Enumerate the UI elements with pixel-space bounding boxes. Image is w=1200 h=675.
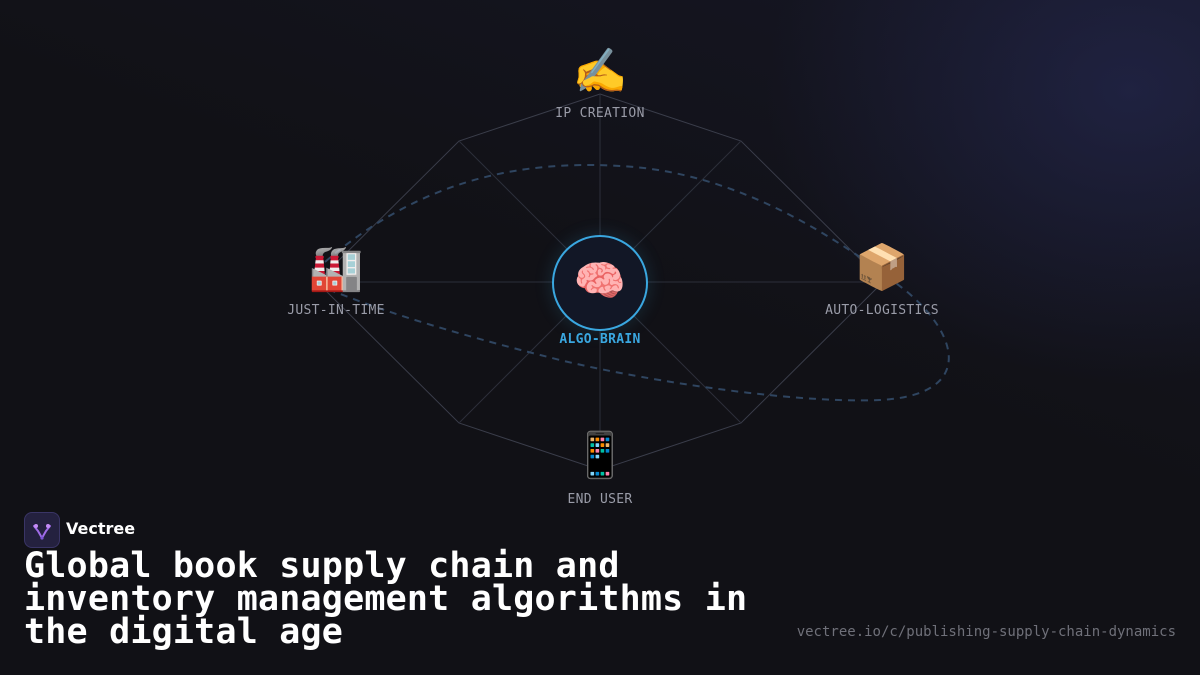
- algo-brain-node: 🧠: [552, 235, 648, 331]
- node-label-auto-logistics: AUTO-LOGISTICS: [825, 303, 939, 318]
- page-title: Global book supply chain and inventory m…: [24, 546, 748, 652]
- flow-orbit-path: [324, 164, 950, 402]
- node-label-end-user: END USER: [567, 492, 633, 507]
- brain-icon: 🧠: [573, 256, 627, 305]
- writing-hand-icon: ✍️: [572, 46, 628, 97]
- page-url[interactable]: vectree.io/c/publishing-supply-chain-dyn…: [796, 624, 1176, 640]
- brand-name: Vectree: [66, 519, 136, 538]
- node-label-just-in-time: JUST-IN-TIME: [287, 303, 385, 318]
- package-icon: 📦: [854, 242, 910, 293]
- vectree-logo-icon: [24, 512, 60, 548]
- factory-icon: 🏭: [308, 243, 364, 294]
- node-label-ip-creation: IP CREATION: [555, 106, 645, 121]
- mobile-phone-icon: 📱: [572, 430, 628, 481]
- algo-brain-label: ALGO-BRAIN: [559, 332, 641, 347]
